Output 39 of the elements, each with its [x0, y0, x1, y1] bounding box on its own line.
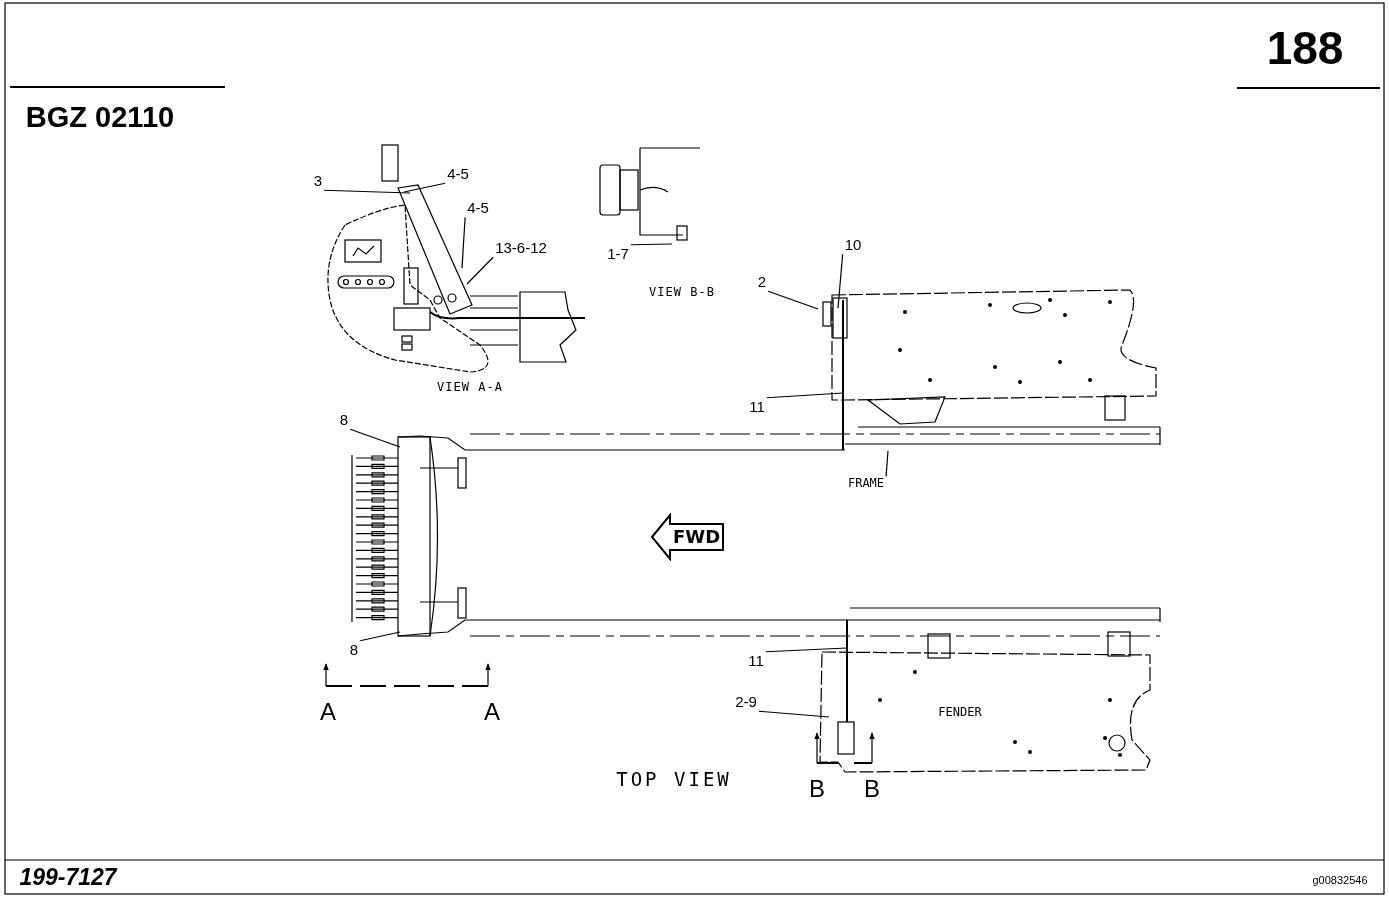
- callout-number: 4-5: [467, 199, 489, 217]
- view-title: VIEW A-A: [437, 381, 503, 395]
- view-title: VIEW B-B: [649, 286, 715, 300]
- forward-arrow: FWD: [651, 513, 725, 561]
- callout-number: 11: [749, 398, 765, 416]
- leader-line: [767, 290, 819, 310]
- leader-line: [461, 216, 466, 269]
- part-label: FENDER: [938, 706, 982, 720]
- section-letter: B: [809, 775, 825, 803]
- part-number: 199-7127: [19, 863, 117, 891]
- leader-line: [403, 182, 446, 193]
- callout-number: 4-5: [447, 165, 469, 183]
- callout-number: 3: [313, 172, 323, 190]
- callout-number: 13-6-12: [495, 239, 547, 257]
- image-id: g00832546: [1312, 874, 1368, 886]
- section-letter: B: [864, 775, 880, 803]
- leader-line: [885, 450, 889, 477]
- part-label: FRAME: [847, 477, 885, 491]
- leader-line: [758, 710, 830, 718]
- leader-line: [466, 256, 494, 285]
- callout-number: 10: [844, 236, 862, 254]
- page-number: 188: [1266, 21, 1344, 75]
- leader-line: [349, 428, 401, 448]
- callout-number: 8: [339, 411, 349, 429]
- leader-line: [630, 243, 673, 246]
- callout-number: 1-7: [607, 245, 629, 263]
- callout-number: 2: [757, 273, 767, 291]
- leader-line: [837, 253, 844, 309]
- section-letter: A: [484, 698, 500, 726]
- callout-number: 2-9: [735, 693, 757, 711]
- leader-line: [323, 189, 411, 194]
- callout-number: 8: [349, 641, 359, 659]
- section-letter: A: [320, 698, 336, 726]
- leader-line: [766, 392, 844, 399]
- drawing-code: BGZ 02110: [25, 100, 175, 134]
- leader-line: [359, 631, 401, 642]
- leader-line: [765, 647, 848, 653]
- callout-number: 11: [748, 652, 764, 670]
- view-title: TOP VIEW: [616, 768, 732, 790]
